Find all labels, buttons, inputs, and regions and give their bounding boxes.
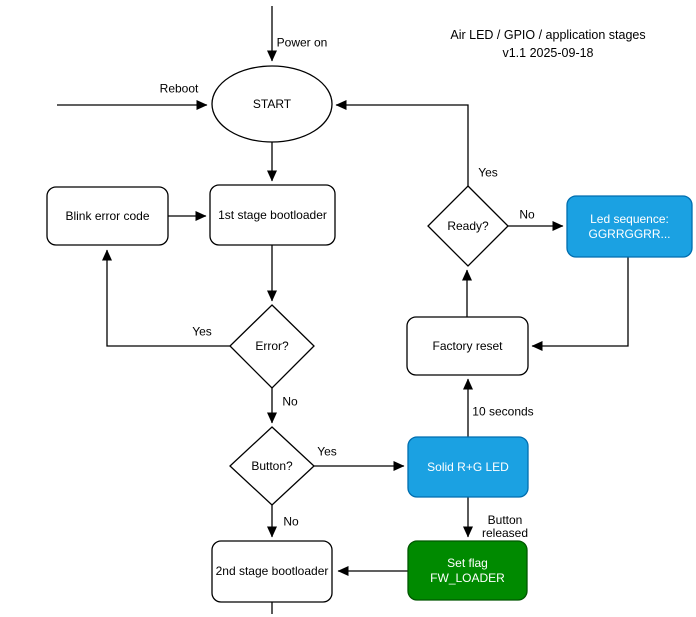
first-stage-bootloader-node <box>209 184 336 246</box>
led-sequence-node <box>566 195 693 258</box>
solid-rg-led-node <box>407 436 529 498</box>
edge-error-yes-to-blink <box>102 249 230 347</box>
button-decision-node <box>229 426 315 506</box>
start-node <box>211 65 333 143</box>
blink-error-code-node <box>46 186 169 246</box>
edge-led-sequence-to-factory-reset <box>531 257 629 351</box>
diagram-title-line1: Air LED / GPIO / application stages <box>450 28 646 42</box>
second-stage-bootloader-node <box>211 540 333 603</box>
factory-reset-node <box>406 316 529 376</box>
ready-decision-node <box>427 185 509 267</box>
set-flag-node <box>407 540 528 601</box>
edge-ready-yes-to-start <box>335 100 469 186</box>
error-decision-node <box>229 304 315 389</box>
diagram-title-line2: v1.1 2025-09-18 <box>502 46 594 60</box>
diagram-title: Air LED / GPIO / application stages v1.1… <box>418 26 678 62</box>
